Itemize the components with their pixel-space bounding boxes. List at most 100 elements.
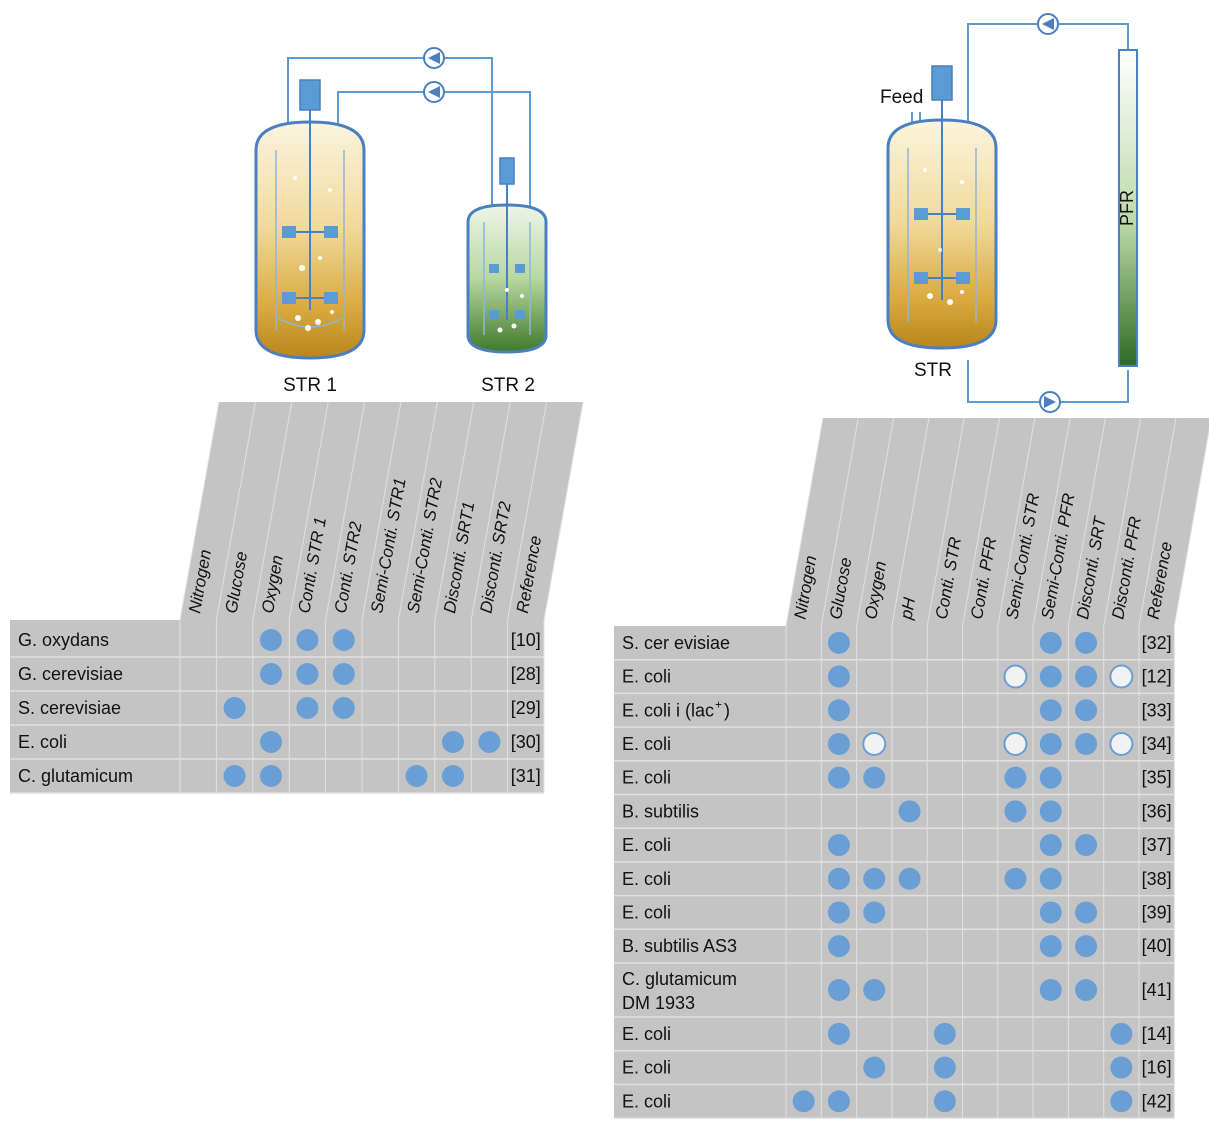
- organism-name: E. coli: [622, 1058, 671, 1078]
- filled-dot-icon: [1075, 732, 1098, 755]
- header-divider: [891, 417, 930, 627]
- filled-dot-icon: [1039, 935, 1062, 958]
- filled-dot-icon: [1110, 1022, 1133, 1045]
- filled-dot-icon: [827, 979, 850, 1001]
- header-divider: [215, 401, 256, 621]
- header-divider: [820, 417, 859, 627]
- filled-dot-icon: [1039, 699, 1062, 722]
- reference-cell: [37]: [1142, 835, 1172, 855]
- organism-name: E. coli i (lac: [622, 700, 714, 720]
- reference-cell: [12]: [1142, 667, 1172, 687]
- filled-dot-icon: [478, 731, 501, 753]
- organism-superscript: +: [715, 697, 722, 711]
- header-divider: [926, 417, 965, 627]
- open-dot-icon: [862, 731, 887, 756]
- filled-dot-icon: [1039, 800, 1062, 823]
- filled-dot-icon: [1039, 732, 1062, 755]
- reference-cell: [28]: [511, 664, 541, 684]
- reference-cell: [33]: [1142, 700, 1172, 720]
- filled-dot-icon: [1075, 699, 1098, 722]
- header-divider: [397, 401, 438, 621]
- filled-dot-icon: [1039, 631, 1062, 654]
- filled-dot-icon: [1004, 800, 1027, 823]
- filled-dot-icon: [260, 663, 282, 685]
- organism-name: C. glutamicum: [18, 766, 133, 786]
- filled-dot-icon: [827, 1090, 850, 1113]
- str2-label: STR 2: [481, 375, 535, 396]
- open-dot-icon: [1003, 731, 1028, 756]
- header-divider: [997, 417, 1036, 627]
- reference-cell: [30]: [511, 732, 541, 752]
- reference-cell: [41]: [1142, 980, 1172, 1000]
- filled-dot-icon: [863, 867, 886, 890]
- filled-dot-icon: [1004, 766, 1027, 789]
- reference-cell: [14]: [1142, 1024, 1172, 1044]
- filled-dot-icon: [863, 1056, 886, 1079]
- filled-dot-icon: [933, 1022, 956, 1045]
- organism-name: E. coli: [622, 667, 671, 687]
- right-reactor-setup: Feed STR PFR: [880, 13, 1138, 413]
- organism-name: E. coli: [622, 1091, 671, 1111]
- filled-dot-icon: [863, 901, 886, 924]
- filled-dot-icon: [405, 765, 428, 787]
- filled-dot-icon: [933, 1090, 956, 1113]
- filled-dot-icon: [863, 979, 886, 1001]
- filled-dot-icon: [827, 766, 850, 789]
- filled-dot-icon: [933, 1056, 956, 1079]
- organism-name: S. cerevisiae: [18, 698, 121, 718]
- header-divider: [856, 417, 895, 627]
- filled-dot-icon: [1004, 867, 1027, 890]
- filled-dot-icon: [827, 665, 850, 688]
- header-band: [786, 418, 1209, 626]
- filled-dot-icon: [332, 629, 355, 651]
- filled-dot-icon: [260, 629, 282, 651]
- filled-dot-icon: [296, 697, 319, 719]
- pump-icon: [423, 47, 445, 69]
- organism-name: S. cer evisiae: [622, 633, 730, 653]
- header-divider: [1067, 417, 1106, 627]
- reference-cell: [16]: [1142, 1058, 1172, 1078]
- filled-dot-icon: [827, 901, 850, 924]
- open-dot-icon: [1109, 731, 1134, 756]
- open-dot-icon: [1109, 664, 1134, 689]
- header-divider: [1138, 417, 1177, 627]
- filled-dot-icon: [1039, 766, 1062, 789]
- header-divider: [179, 401, 220, 621]
- filled-dot-icon: [260, 731, 282, 753]
- organism-name: E. coli: [622, 768, 671, 788]
- header-divider: [252, 401, 293, 621]
- filled-dot-icon: [827, 732, 850, 755]
- reference-cell: [32]: [1142, 633, 1172, 653]
- header-divider: [1103, 417, 1142, 627]
- left-reactor-setup: STR 1 STR 2: [254, 47, 548, 396]
- filled-dot-icon: [827, 699, 850, 722]
- reference-cell: [35]: [1142, 768, 1172, 788]
- filled-dot-icon: [260, 765, 282, 787]
- filled-dot-icon: [1075, 901, 1098, 924]
- header-divider: [785, 417, 824, 627]
- header-divider: [361, 401, 402, 621]
- str-label: STR: [914, 360, 952, 381]
- filled-dot-icon: [827, 867, 850, 890]
- header-divider: [1032, 417, 1071, 627]
- filled-dot-icon: [1039, 834, 1062, 857]
- filled-dot-icon: [827, 834, 850, 857]
- filled-dot-icon: [1075, 665, 1098, 688]
- organism-name: E. coli: [18, 732, 67, 752]
- filled-dot-icon: [1110, 1056, 1133, 1079]
- str1-vessel-icon: [254, 79, 366, 360]
- filled-dot-icon: [1039, 867, 1062, 890]
- filled-dot-icon: [863, 766, 886, 789]
- filled-dot-icon: [1075, 979, 1098, 1001]
- header-divider: [325, 401, 366, 621]
- filled-dot-icon: [1039, 979, 1062, 1001]
- filled-dot-icon: [442, 765, 464, 787]
- header-divider: [543, 401, 584, 621]
- organism-name: G. cerevisiae: [18, 664, 123, 684]
- reference-cell: [36]: [1142, 801, 1172, 821]
- reference-cell: [39]: [1142, 902, 1172, 922]
- filled-dot-icon: [827, 1022, 850, 1045]
- filled-dot-icon: [1039, 665, 1062, 688]
- filled-dot-icon: [1110, 1090, 1133, 1113]
